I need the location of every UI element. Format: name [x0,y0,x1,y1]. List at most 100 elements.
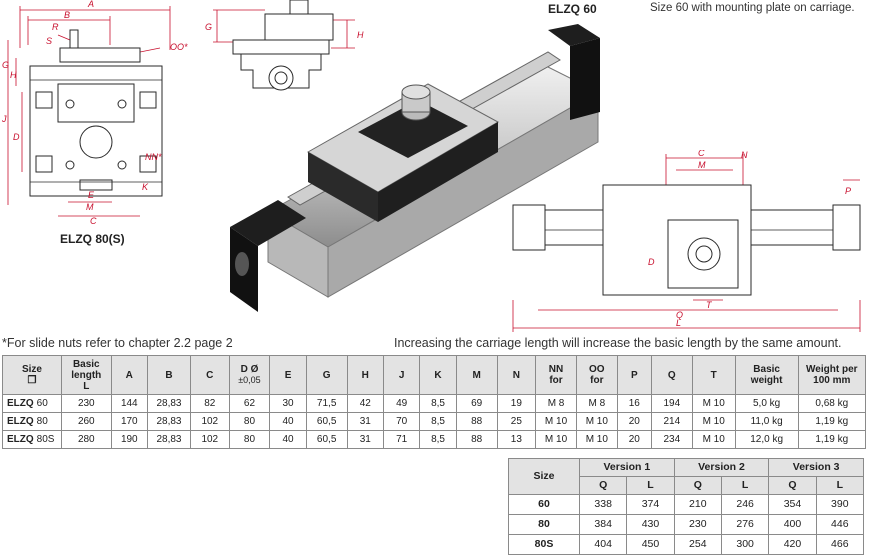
specs-value-cell: 42 [346,394,384,413]
specs-header-text: C [206,369,214,381]
specs-header-cell: Q [650,355,693,395]
specs-value-cell: 28,83 [146,394,191,413]
specs-value-cell: 0,68 kg [797,394,867,413]
specs-value-cell: 102 [189,412,230,431]
specs-model-text: ELZQ [7,434,34,445]
dim-oo-label: OO* [170,42,188,52]
specs-header-cell: D Ø±0,05 [228,355,271,395]
version-3-header: Version 3 [768,458,864,477]
specs-value-cell: 71,5 [305,394,348,413]
specs-value-cell: 88 [455,430,498,449]
specs-value-cell: 62 [228,394,271,413]
specs-header-cell: J [382,355,421,395]
specs-value-cell: 82 [189,394,230,413]
specs-header-text: P [630,369,638,381]
dim-q-label: Q [676,310,683,320]
specs-value-cell: 69 [455,394,498,413]
specs-value-cell: M 10 [575,412,618,431]
versions-value-cell: 276 [720,514,770,535]
dim-g-label: G [2,60,9,70]
specs-value-cell: 60,5 [305,430,348,449]
versions-value-cell: 246 [720,494,770,515]
specs-header-text: J [398,369,405,381]
versions-sub-header: L [626,476,675,495]
specs-size-text: 60 [36,398,48,409]
versions-size-header: Size [508,458,580,495]
specs-header-text: for [590,375,604,386]
specs-header-text: E [284,369,292,381]
dim-nn-label: NN* [145,152,162,162]
specs-header-text: N [512,369,520,381]
specs-header-text: Basic [72,358,100,370]
dim-s-label: S [46,36,52,46]
specs-value-cell: 20 [616,412,652,431]
specs-value-cell: 144 [110,394,148,413]
dim-d-label: D [13,132,20,142]
elzq80-end-view-drawing: A B R S G H J D NN* OO* K E M C [1,0,188,226]
specs-value-cell: 31 [346,430,384,449]
specs-value-cell: M 8 [535,394,577,413]
specs-value-cell: 11,0 kg [734,412,799,431]
specs-header-text: 100 mm [813,375,851,386]
specs-value-cell: 1,19 kg [797,430,867,449]
versions-value-cell: 254 [673,534,722,555]
dim-h-label: H [10,70,17,80]
versions-sub-header: Q [768,476,817,495]
specs-value-cell: 70 [382,412,421,431]
versions-sub-header: Q [578,476,628,495]
specs-model-text: ELZQ [7,398,34,409]
specs-value-cell: M 10 [691,394,736,413]
versions-value-cell: 450 [626,534,675,555]
specs-value-cell: 234 [650,430,693,449]
specs-value-cell: M 10 [535,412,577,431]
specs-value-cell: 8,5 [419,430,457,449]
specs-value-cell: 8,5 [419,412,457,431]
dim-j-label: J [1,114,7,124]
specs-value-cell: 30 [269,394,307,413]
versions-size-cell: 60 [508,494,580,515]
dim-r-label: R [52,22,59,32]
specs-header-text: Size [21,364,42,375]
dim-b-label: B [64,10,70,20]
specs-header-text: ❐ [27,375,37,386]
versions-value-cell: 420 [768,534,817,555]
versions-value-cell: 384 [578,514,628,535]
versions-value-cell: 300 [720,534,770,555]
specs-header-text: for [549,375,563,386]
specs-header-text: length [71,369,102,381]
specs-value-cell: 260 [60,412,112,431]
specs-value-cell: 28,83 [146,412,191,431]
dim-a-label: A [87,0,94,9]
elzq60-top-view-drawing: C M N P D T Q L [512,150,861,332]
dim-l-label: L [676,318,681,328]
specs-value-cell: 19 [496,394,537,413]
specs-value-cell: 280 [60,430,112,449]
specs-header-text: K [434,369,442,381]
specs-value-cell: 71 [382,430,421,449]
specs-value-cell: 40 [269,412,307,431]
dim-d-right-label: D [648,257,655,267]
dim-c-label: C [90,216,97,226]
specs-value-cell: 16 [616,394,652,413]
slide-nuts-note: *For slide nuts refer to chapter 2.2 pag… [2,336,233,350]
versions-sub-header: L [720,476,770,495]
specs-size-text: 80 [36,416,48,427]
version-2-header: Version 2 [673,458,770,477]
specs-value-cell: M 8 [575,394,618,413]
dim-m-label: M [86,202,94,212]
specs-value-cell: 80 [228,430,271,449]
specs-value-cell: 40 [269,430,307,449]
specs-header-text: M [472,369,481,381]
versions-value-cell: 466 [815,534,865,555]
specs-header-cell: A [110,355,148,395]
versions-value-cell: 338 [578,494,628,515]
